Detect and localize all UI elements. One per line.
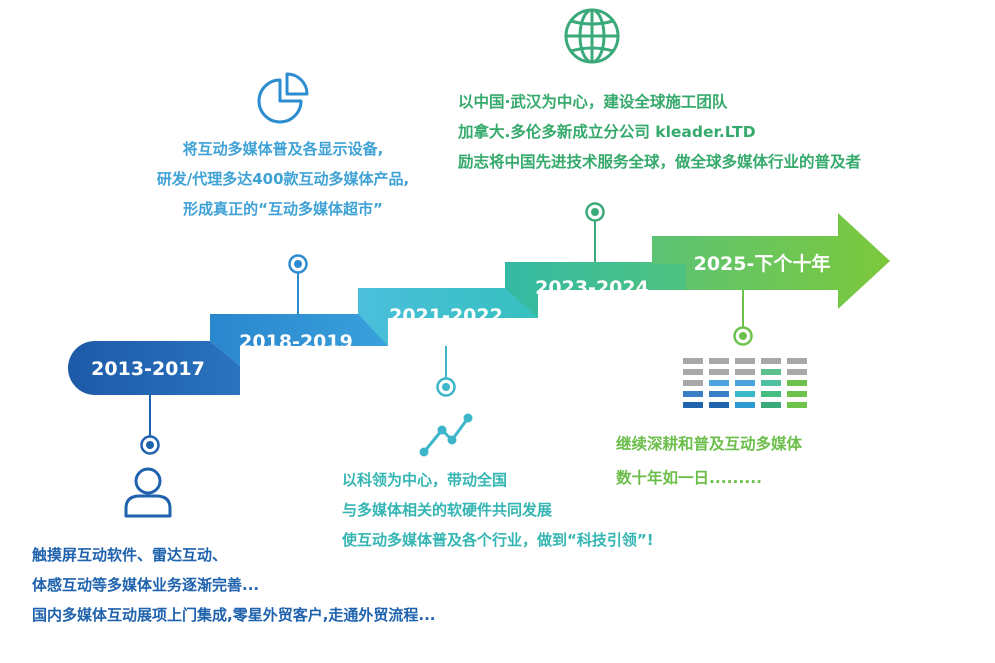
text-line: 将互动多媒体普及各显示设备, (182, 140, 384, 158)
equalizer-bar (735, 391, 755, 397)
step-label: 2013-2017 (91, 358, 205, 380)
equalizer-bar (735, 380, 755, 386)
equalizer-bar (787, 369, 807, 375)
step-label: 2025-下个十年 (694, 252, 831, 275)
equalizer-bar (709, 369, 729, 375)
equalizer-bar (683, 380, 703, 386)
equalizer-bar (787, 391, 807, 397)
equalizer-bar (761, 380, 781, 386)
equalizer-bar (683, 358, 703, 364)
equalizer-bar (761, 402, 781, 408)
step-bar (68, 341, 240, 395)
step-bar (358, 288, 538, 346)
step-2018-2019: 2018-2019 (210, 314, 388, 366)
pin-2013-2017 (140, 395, 160, 455)
text-2021-2022: 以科领为中心，带动全国 与多媒体相关的软硬件共同发展 使互动多媒体普及各个行业，… (342, 465, 654, 555)
equalizer-bar (761, 391, 781, 397)
text-line: 以科领为中心，带动全国 (342, 471, 508, 489)
step-label: 2021-2022 (389, 305, 503, 327)
equalizer-bar (709, 358, 729, 364)
equalizer-bar (761, 358, 781, 364)
step-2021-2022: 2021-2022 (358, 288, 538, 346)
text-line: 触摸屏互动软件、雷达互动、 (32, 546, 228, 564)
step-2013-2017: 2013-2017 (68, 341, 240, 395)
equalizer-bars-icon (683, 358, 807, 408)
equalizer-bar (735, 358, 755, 364)
text-2025: 继续深耕和普及互动多媒体 数十年如一日......... (616, 427, 802, 495)
equalizer-bar (735, 402, 755, 408)
equalizer-bar (787, 402, 807, 408)
pin-2018-2019 (288, 254, 308, 314)
text-line: 研发/代理多达400款互动多媒体产品, (156, 170, 410, 188)
text-line: 体感互动等多媒体业务逐渐完善... (32, 576, 260, 594)
pin-2021-2022 (436, 346, 456, 397)
step-bar (210, 314, 388, 366)
pie-chart-icon (257, 72, 309, 124)
step-label: 2018-2019 (239, 331, 353, 353)
text-2018-2019: 将互动多媒体普及各显示设备, 研发/代理多达400款互动多媒体产品, 形成真正的… (0, 134, 566, 224)
equalizer-bar (709, 380, 729, 386)
text-line: 国内多媒体互动展项上门集成,零星外贸客户,走通外贸流程... (32, 606, 436, 624)
equalizer-bar (787, 380, 807, 386)
step-bar (505, 262, 686, 318)
equalizer-bar (683, 369, 703, 375)
text-line: 与多媒体相关的软硬件共同发展 (342, 501, 553, 519)
pin-2025 (733, 290, 753, 346)
text-line: 形成真正的“互动多媒体超市” (183, 200, 383, 218)
text-line: 以中国·武汉为中心，建设全球施工团队 (458, 93, 728, 111)
equalizer-bar (709, 391, 729, 397)
equalizer-bar (709, 402, 729, 408)
text-line: 加拿大.多伦多新成立分公司 kleader.LTD (458, 123, 756, 141)
arrow-head (652, 213, 890, 309)
pin-2023-2024 (585, 202, 605, 262)
step-label: 2023-2024 (535, 277, 649, 299)
equalizer-bar (761, 369, 781, 375)
equalizer-bar (683, 402, 703, 408)
text-2023-2024: 以中国·武汉为中心，建设全球施工团队 加拿大.多伦多新成立分公司 kleader… (458, 87, 861, 177)
step-2025: 2025-下个十年 (652, 213, 890, 309)
text-line: 励志将中国先进技术服务全球，做全球多媒体行业的普及者 (458, 153, 862, 171)
globe-icon (564, 8, 620, 64)
line-chart-icon (419, 413, 473, 457)
step-2023-2024: 2023-2024 (505, 262, 686, 318)
equalizer-bar (787, 358, 807, 364)
user-icon (124, 467, 172, 518)
text-2013-2017: 触摸屏互动软件、雷达互动、 体感互动等多媒体业务逐渐完善... 国内多媒体互动展… (32, 540, 436, 630)
text-line: 继续深耕和普及互动多媒体 (616, 435, 803, 453)
equalizer-bar (683, 391, 703, 397)
equalizer-bar (735, 369, 755, 375)
text-line: 使互动多媒体普及各个行业，做到“科技引领”! (342, 531, 654, 549)
text-line: 数十年如一日......... (616, 469, 762, 487)
